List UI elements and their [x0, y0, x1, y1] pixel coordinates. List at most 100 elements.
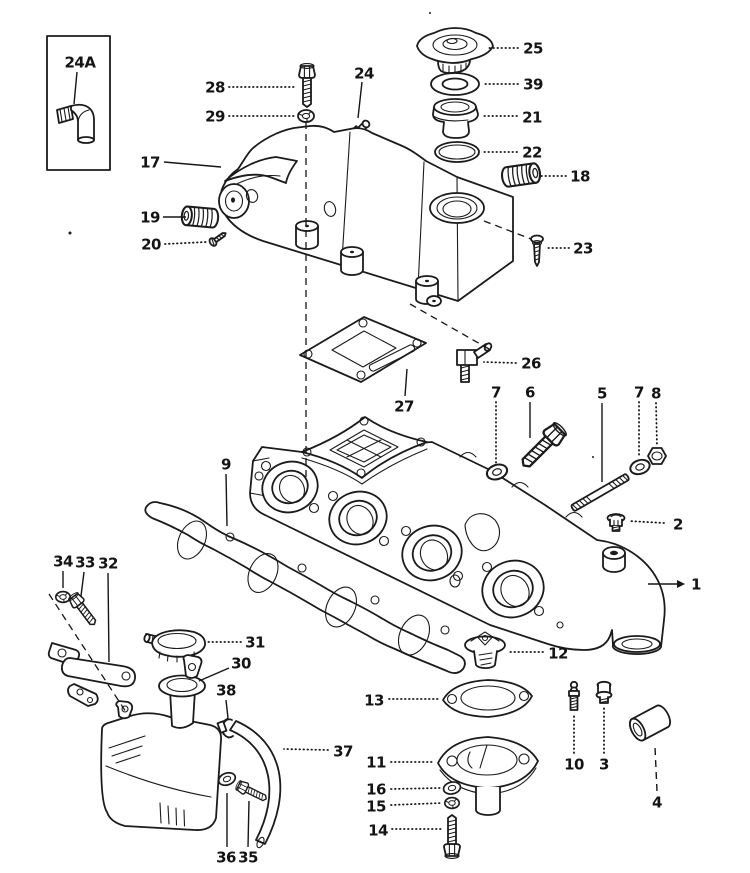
part-number-label: 24 — [354, 65, 374, 83]
leader-line — [225, 699, 229, 719]
part-number-label: 2 — [673, 516, 683, 534]
part-number-label: 34 — [53, 553, 73, 571]
part-number-label: 15 — [366, 798, 386, 816]
callout-11: 11 — [366, 754, 436, 772]
leader-line — [655, 402, 658, 447]
leader-line — [80, 571, 85, 597]
callout-7a: 7 — [491, 384, 502, 465]
assembly-centerlines — [48, 122, 532, 713]
water-outlet-housing-11 — [437, 736, 539, 816]
callout-32: 32 — [98, 555, 118, 663]
callout-28: 28 — [205, 79, 295, 97]
callout-26: 26 — [483, 355, 541, 373]
pipe-plug-18 — [499, 161, 543, 189]
callout-33: 33 — [75, 554, 95, 597]
part-number-label: 28 — [205, 79, 225, 97]
screw-23 — [530, 234, 544, 267]
callout-2: 2 — [628, 516, 684, 534]
callout-16: 16 — [366, 781, 442, 799]
pressure-cap-25 — [416, 27, 494, 74]
leader-arrowhead — [677, 580, 685, 588]
callout-24A: 24A — [65, 54, 97, 105]
leader-line — [654, 746, 658, 792]
exhaust-cover-17 — [218, 124, 514, 307]
leader-line — [283, 748, 329, 751]
part-number-label: 29 — [205, 108, 225, 126]
callout-36: 36 — [216, 793, 236, 867]
scan-speck — [429, 12, 431, 14]
callout-12: 12 — [508, 645, 568, 663]
callout-7b: 7 — [634, 384, 645, 459]
part-number-label: 37 — [333, 743, 353, 761]
washer-39 — [430, 72, 480, 96]
part-number-label: 32 — [98, 555, 118, 573]
callout-22: 22 — [481, 144, 542, 162]
part-number-label: 17 — [140, 154, 160, 172]
part-number-label: 11 — [366, 754, 386, 772]
bolt-35 — [233, 778, 270, 805]
callout-35: 35 — [238, 800, 258, 867]
plug-3 — [595, 680, 613, 704]
callout-31: 31 — [207, 634, 265, 652]
part-number-label: 19 — [140, 209, 160, 227]
part-number-label: 31 — [245, 634, 265, 652]
callout-19: 19 — [140, 209, 186, 227]
drain-boss — [602, 546, 626, 573]
leader-line — [198, 667, 230, 682]
part-number-label: 9 — [221, 456, 231, 474]
assembly-centerline — [409, 303, 490, 350]
callout-6: 6 — [525, 384, 536, 438]
part-number-label: 36 — [216, 849, 236, 867]
callout-3: 3 — [599, 706, 610, 774]
callout-14: 14 — [368, 822, 443, 840]
part-number-label: 30 — [231, 655, 251, 673]
callout-27: 27 — [394, 368, 414, 416]
fitting-10 — [568, 680, 580, 711]
callout-30: 30 — [198, 655, 251, 682]
bolt-33 — [65, 590, 101, 630]
drain-plug-2 — [606, 513, 626, 532]
exhaust-manifold-1 — [249, 416, 666, 655]
carb-base-gasket-27 — [299, 316, 427, 383]
washer-7b — [627, 456, 653, 478]
callout-20: 20 — [141, 236, 208, 254]
outlet-gasket-13 — [442, 679, 533, 718]
part-number-label: 24A — [65, 54, 97, 72]
bolt-6 — [515, 418, 571, 474]
part-number-label: 5 — [597, 385, 607, 403]
part-number-label: 4 — [652, 794, 662, 812]
callout-4: 4 — [652, 746, 663, 812]
bracket-32 — [47, 642, 136, 707]
callout-25: 25 — [485, 40, 543, 58]
part-number-label: 12 — [548, 645, 568, 663]
leader-line — [483, 361, 517, 364]
part-number-label: 27 — [394, 398, 414, 416]
pipe-plug-19 — [180, 205, 220, 229]
nut-34 — [54, 590, 72, 604]
parts-illustrations — [46, 12, 671, 860]
manifold-gasket-9 — [144, 501, 466, 674]
washer-36 — [216, 769, 238, 789]
part-number-label: 22 — [522, 144, 542, 162]
filler-neck-21 — [432, 98, 479, 139]
leader-line — [357, 81, 363, 119]
callout-17: 17 — [140, 154, 222, 172]
callout-8: 8 — [651, 385, 662, 447]
part-number-label: 8 — [651, 385, 661, 403]
scan-speck — [68, 231, 72, 235]
part-number-label: 25 — [523, 40, 543, 58]
part-number-label: 26 — [521, 355, 541, 373]
callout-9: 9 — [221, 456, 232, 527]
part-number-label: 18 — [570, 168, 590, 186]
leader-line — [107, 572, 110, 663]
callout-21: 21 — [480, 109, 542, 127]
callout-23: 23 — [546, 240, 593, 258]
callout-38: 38 — [216, 682, 236, 719]
part-number-label: 35 — [238, 849, 258, 867]
callout-37: 37 — [283, 743, 353, 761]
heat-shield-flap — [224, 156, 298, 184]
exhaust-outlet — [613, 635, 661, 653]
